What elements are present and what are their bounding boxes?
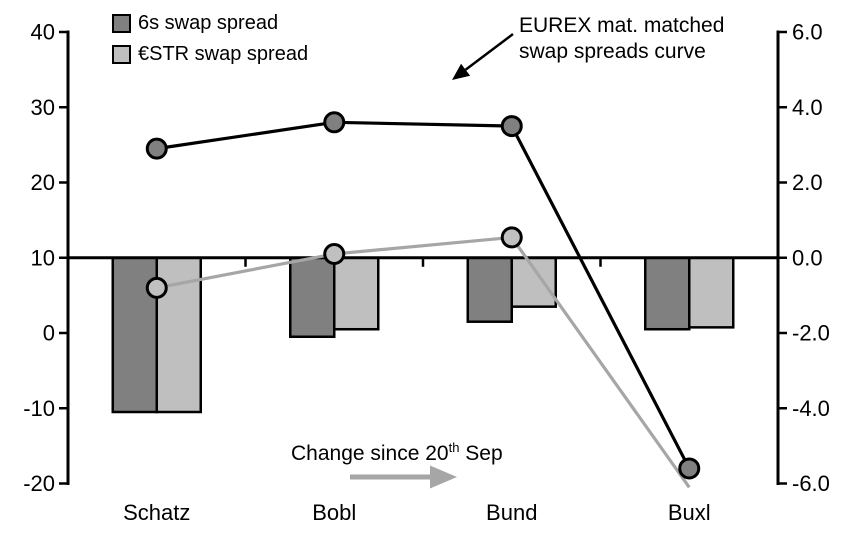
- marker-estr-bobl: [323, 242, 346, 265]
- left-axis-tick-label: 20: [31, 170, 55, 195]
- legend-item-6s: 6s swap spread: [112, 12, 308, 35]
- right-axis-tick-label: 2.0: [792, 170, 823, 195]
- curve-annotation-arrow-head: [452, 63, 471, 80]
- legend: 6s swap spread €STR swap spread: [112, 12, 308, 74]
- marker-6s-bund: [500, 115, 523, 138]
- change-annotation-arrow-head: [430, 465, 457, 489]
- legend-swatch-estr: [112, 45, 131, 64]
- change-annotation-suffix: Sep: [459, 442, 503, 465]
- bar-estr-bobl: [333, 256, 380, 331]
- bar-6s-buxl: [644, 256, 691, 331]
- line-estr: [156, 235, 691, 489]
- bar-6s-bund: [466, 256, 513, 323]
- marker-estr-schatz: [145, 276, 168, 299]
- line-6s: [156, 120, 691, 470]
- right-axis-tick-label: -2.0: [792, 321, 830, 346]
- category-label-bobl: Bobl: [312, 500, 356, 525]
- left-axis-tick-label: 0: [43, 321, 55, 346]
- legend-label-6s: 6s swap spread: [138, 12, 279, 34]
- legend-swatch-6s: [112, 14, 131, 33]
- curve-annotation-line1: EUREX mat. matched: [519, 14, 725, 37]
- legend-item-estr: €STR swap spread: [112, 43, 308, 66]
- left-axis-tick-label: -20: [23, 471, 55, 496]
- right-axis-tick-label: -6.0: [792, 471, 830, 496]
- bar-estr-buxl: [688, 256, 735, 329]
- category-label-schatz: Schatz: [123, 500, 190, 525]
- left-axis-tick-label: 10: [31, 245, 55, 270]
- change-annotation-sup: th: [448, 440, 460, 455]
- legend-label-estr: €STR swap spread: [138, 43, 309, 65]
- category-label-bund: Bund: [486, 500, 537, 525]
- bar-estr-bund: [510, 256, 557, 308]
- left-axis-tick-label: -10: [23, 396, 55, 421]
- bar-6s-bobl: [289, 256, 336, 339]
- marker-6s-bobl: [323, 111, 346, 134]
- left-axis-tick-label: 40: [31, 20, 55, 45]
- right-axis-tick-label: 6.0: [792, 20, 823, 45]
- right-axis-tick-label: -4.0: [792, 396, 830, 421]
- marker-6s-schatz: [145, 137, 168, 160]
- change-annotation-prefix: Change since 20: [291, 442, 449, 465]
- marker-estr-bund: [500, 226, 523, 249]
- left-axis-tick-label: 30: [31, 95, 55, 120]
- curve-annotation-arrow: [464, 33, 514, 71]
- category-label-buxl: Buxl: [668, 500, 711, 525]
- marker-6s-buxl: [678, 457, 701, 480]
- right-axis-tick-label: 0.0: [792, 245, 823, 270]
- curve-annotation: EUREX mat. matched swap spreads curve: [519, 13, 724, 65]
- change-annotation: Change since 20th Sep: [291, 440, 503, 466]
- right-axis-tick-label: 4.0: [792, 95, 823, 120]
- curve-annotation-line2: swap spreads curve: [519, 40, 706, 63]
